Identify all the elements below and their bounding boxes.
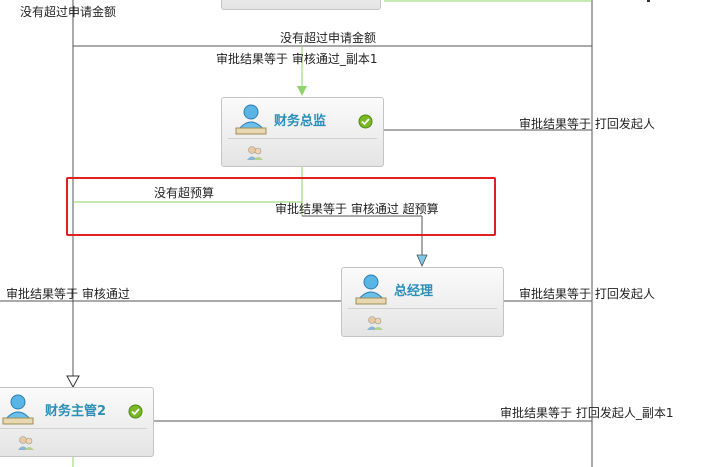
node-title: 总经理: [394, 284, 434, 299]
users-icon: [17, 435, 35, 455]
node-title: 财务主管2: [45, 404, 107, 419]
arrow-to-finance-supervisor2: [66, 375, 80, 389]
edge-label-approved-copy1[interactable]: 审批结果等于 审核通过_副本1: [216, 52, 378, 66]
edge-label-over-budget[interactable]: 审批结果等于 审核通过 超预算: [275, 202, 439, 216]
person-icon: [1, 392, 35, 430]
edge-label-not-exceed-center[interactable]: 没有超过申请金额: [280, 31, 377, 45]
corner-mark: [647, 0, 650, 2]
person-icon: [234, 102, 268, 140]
edge-label-return-initiator-copy1[interactable]: 审批结果等于 打回发起人_副本1: [500, 406, 674, 420]
approved-check-icon: [128, 404, 143, 423]
arrow-to-general-manager: [416, 254, 428, 267]
node-divider: [228, 138, 377, 139]
previous-node-partial[interactable]: [221, 0, 381, 10]
node-title: 财务总监: [274, 114, 327, 129]
edge-label-return-initiator-2[interactable]: 审批结果等于 打回发起人: [519, 287, 655, 301]
node-finance-director[interactable]: 财务总监: [221, 97, 384, 167]
users-icon: [246, 0, 264, 4]
edge-label-approved-left[interactable]: 审批结果等于 审核通过: [6, 287, 130, 301]
edge-label-not-exceed-left[interactable]: 没有超过申请金额: [20, 5, 117, 19]
node-general-manager[interactable]: 总经理: [341, 267, 504, 337]
edge-label-return-initiator-1[interactable]: 审批结果等于 打回发起人: [519, 117, 655, 131]
users-icon: [366, 315, 384, 335]
arrow-to-finance-director: [297, 86, 307, 96]
node-divider: [0, 428, 147, 429]
node-finance-supervisor2[interactable]: 财务主管2: [0, 387, 154, 457]
person-icon: [354, 272, 388, 310]
highlight-box: [66, 177, 496, 236]
node-divider: [348, 308, 497, 309]
edge-label-no-over-budget[interactable]: 没有超预算: [154, 186, 215, 200]
users-icon: [246, 145, 264, 165]
approved-check-icon: [358, 114, 373, 133]
